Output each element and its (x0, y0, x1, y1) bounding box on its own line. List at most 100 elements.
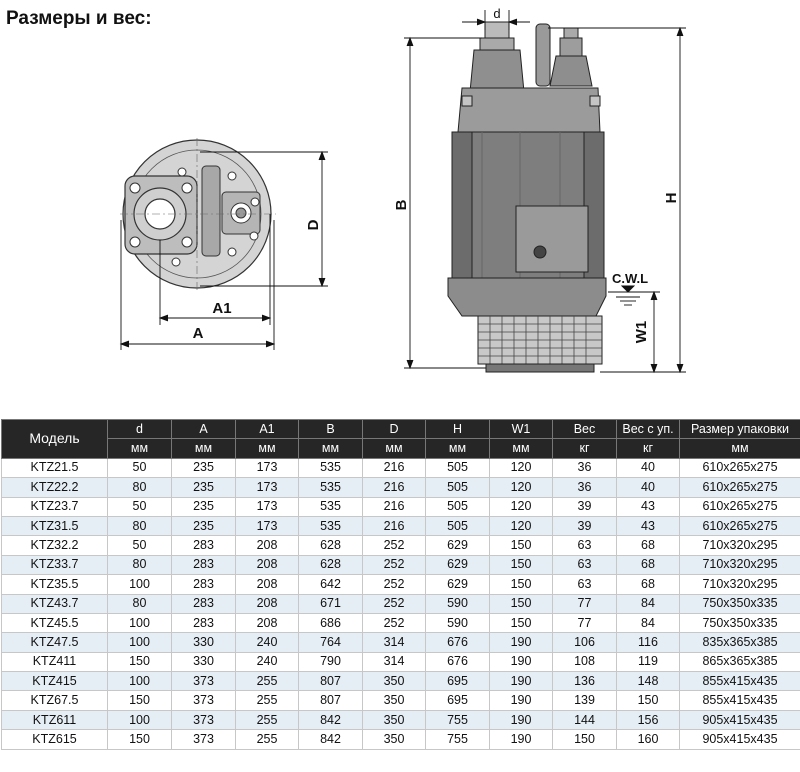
cell-weight-pack: 43 (616, 496, 680, 517)
cell-D: 252 (362, 554, 426, 576)
cell-A1: 255 (235, 729, 299, 750)
cell-A: 373 (171, 709, 236, 731)
cell-weight-pack: 40 (616, 457, 680, 479)
cell-W1: 120 (489, 496, 553, 517)
cell-B: 628 (298, 535, 363, 556)
cell-A: 235 (171, 457, 236, 479)
cell-weight: 136 (552, 671, 617, 692)
dimension-d (462, 10, 530, 30)
cell-model: KTZ47.5 (1, 632, 108, 653)
cell-W1: 150 (489, 554, 553, 576)
cell-d: 150 (107, 651, 172, 673)
cell-d: 50 (107, 535, 172, 556)
cell-pack-size: 610x265x275 (679, 477, 800, 498)
cell-A1: 208 (235, 535, 299, 556)
cell-pack-size: 855x415x435 (679, 671, 800, 692)
cell-model: KTZ23.7 (1, 496, 108, 517)
cell-pack-size: 750x350x335 (679, 593, 800, 614)
cell-weight-pack: 43 (616, 515, 680, 537)
cell-W1: 190 (489, 729, 553, 750)
cell-B: 807 (298, 690, 363, 711)
cell-W1: 120 (489, 477, 553, 498)
cell-B: 842 (298, 709, 363, 731)
cell-weight-pack: 84 (616, 593, 680, 614)
cell-H: 629 (425, 554, 490, 576)
cell-weight: 36 (552, 457, 617, 479)
cell-D: 216 (362, 515, 426, 537)
cell-H: 590 (425, 612, 490, 634)
cell-weight-pack: 156 (616, 709, 680, 731)
cell-weight: 77 (552, 593, 617, 614)
cell-model: KTZ31.5 (1, 515, 108, 537)
cell-B: 642 (298, 574, 363, 595)
cell-model: KTZ611 (1, 709, 108, 731)
cell-H: 676 (425, 632, 490, 653)
pump-dimension-drawing: D A1 A (119, 6, 686, 374)
cell-W1: 190 (489, 709, 553, 731)
dim-label-B: B (393, 199, 410, 210)
cell-d: 80 (107, 593, 172, 614)
cell-d: 100 (107, 612, 172, 634)
cell-A: 373 (171, 690, 236, 711)
cell-model: KTZ45.5 (1, 612, 108, 634)
cell-B: 807 (298, 671, 363, 692)
pump-side-view (447, 21, 607, 373)
cell-weight: 150 (552, 729, 617, 750)
cell-pack-size: 865x365x385 (679, 651, 800, 673)
cell-B: 535 (298, 477, 363, 498)
cell-d: 80 (107, 477, 172, 498)
cell-A: 373 (171, 729, 236, 750)
cell-B: 628 (298, 554, 363, 576)
cell-A: 283 (171, 593, 236, 614)
col-H: H (425, 418, 490, 440)
cell-A: 330 (171, 632, 236, 653)
cell-weight: 106 (552, 632, 617, 653)
cell-weight: 63 (552, 574, 617, 595)
cell-weight: 144 (552, 709, 617, 731)
cell-weight: 39 (552, 515, 617, 537)
col-B: B (298, 418, 363, 440)
cell-pack-size: 610x265x275 (679, 496, 800, 517)
cell-pack-size: 855x415x435 (679, 690, 800, 711)
dimension-A (119, 220, 276, 350)
dim-label-A: A (193, 325, 204, 342)
unit-pack-size: мм (679, 438, 800, 459)
col-W1: W1 (489, 418, 553, 440)
cell-W1: 120 (489, 457, 553, 479)
cell-A1: 255 (235, 690, 299, 711)
cell-A1: 208 (235, 593, 299, 614)
unit-weight: кг (552, 438, 617, 459)
dim-label-H: H (663, 193, 680, 204)
cell-A1: 255 (235, 709, 299, 731)
cell-B: 686 (298, 612, 363, 634)
cell-D: 350 (362, 709, 426, 731)
cell-d: 150 (107, 690, 172, 711)
col-d: d (107, 418, 172, 440)
cell-A: 235 (171, 515, 236, 537)
cell-A1: 208 (235, 554, 299, 576)
cell-pack-size: 610x265x275 (679, 515, 800, 537)
cell-weight-pack: 68 (616, 574, 680, 595)
cell-D: 252 (362, 535, 426, 556)
cell-weight-pack: 40 (616, 477, 680, 498)
unit-weight-pack: кг (616, 438, 680, 459)
cell-model: KTZ43.7 (1, 593, 108, 614)
cell-weight: 63 (552, 554, 617, 576)
cell-D: 216 (362, 477, 426, 498)
cell-W1: 190 (489, 671, 553, 692)
cell-H: 695 (425, 671, 490, 692)
cell-D: 350 (362, 729, 426, 750)
cell-d: 100 (107, 709, 172, 731)
dimension-A1 (158, 214, 272, 325)
